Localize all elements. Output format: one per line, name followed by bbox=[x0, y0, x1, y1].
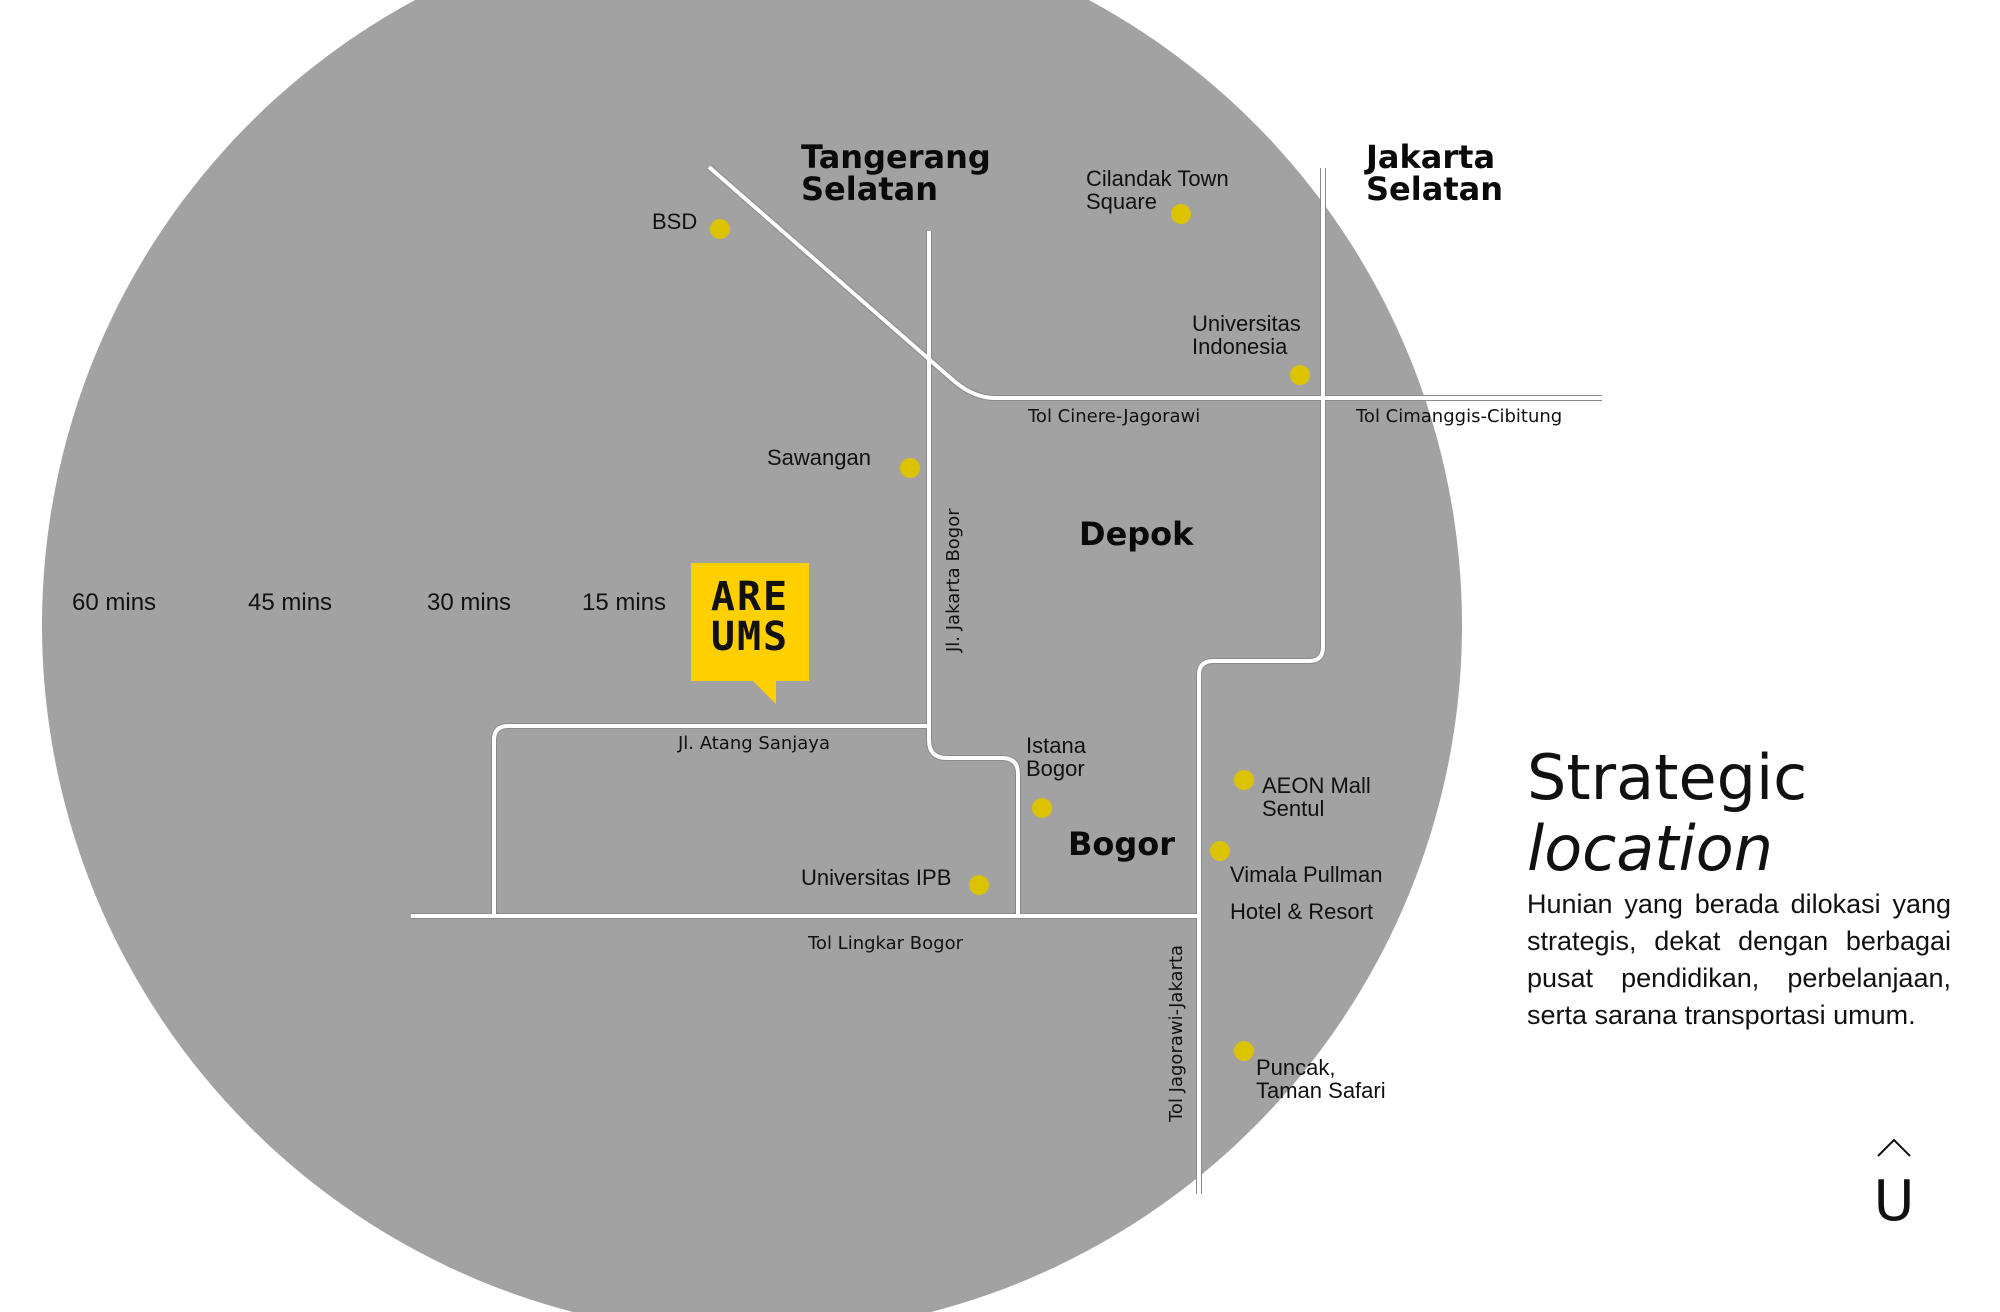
areums-logo-icon: ARE UMS bbox=[710, 574, 790, 660]
poi-label-vimala-pullman: Vimala Pullman Hotel & Resort bbox=[1230, 862, 1383, 924]
region-bogor: Bogor bbox=[1068, 825, 1176, 863]
road-label-tol-jagorawi: Tol Jagorawi-Jakarta bbox=[1166, 944, 1187, 1122]
poi-dot-vimala-pullman[interactable] bbox=[1210, 841, 1230, 861]
road-label-tol-cimanggis: Tol Cimanggis-Cibitung bbox=[1356, 406, 1563, 427]
info-title-italic: location bbox=[1527, 812, 1774, 885]
scroll-nav[interactable]: U bbox=[1872, 1132, 1916, 1232]
road-label-jl-atang-sanjaya: Jl. Atang Sanjaya bbox=[678, 733, 830, 754]
poi-dot-aeon-mall[interactable] bbox=[1234, 770, 1254, 790]
road-jl-atang-sanjaya bbox=[492, 724, 929, 916]
poi-dot-sawangan[interactable] bbox=[900, 458, 920, 478]
areums-logo-marker[interactable]: ARE UMS bbox=[691, 563, 809, 681]
road-tol-jagorawi-jakarta bbox=[1197, 168, 1325, 1194]
info-panel: Strategic location Hunian yang berada di… bbox=[1527, 742, 1951, 1034]
region-tangerang-selatan: Tangerang Selatan bbox=[801, 138, 991, 208]
poi-label-universitas-ipb: Universitas IPB bbox=[801, 865, 952, 890]
road-label-tol-lingkar-bogor: Tol Lingkar Bogor bbox=[808, 933, 963, 954]
poi-label-cilandak: Cilandak Town Square bbox=[1086, 166, 1229, 215]
info-title: Strategic bbox=[1527, 741, 1808, 814]
poi-dot-universitas-ipb[interactable] bbox=[969, 875, 989, 895]
poi-label-aeon-mall: AEON Mall Sentul bbox=[1262, 773, 1371, 822]
poi-dot-bsd[interactable] bbox=[710, 219, 730, 239]
nav-letter[interactable]: U bbox=[1873, 1169, 1915, 1234]
region-depok: Depok bbox=[1079, 515, 1194, 553]
poi-label-puncak: Puncak, Taman Safari bbox=[1256, 1055, 1386, 1104]
poi-dot-universitas-indonesia[interactable] bbox=[1290, 365, 1310, 385]
time-ring-60: 60 mins bbox=[72, 589, 157, 616]
poi-dot-istana-bogor[interactable] bbox=[1032, 798, 1052, 818]
poi-dot-cilandak[interactable] bbox=[1171, 204, 1191, 224]
road-label-tol-cinere: Tol Cinere-Jagorawi bbox=[1028, 406, 1201, 427]
info-description: Hunian yang berada dilokasi yang strateg… bbox=[1527, 889, 1951, 1030]
road-label-jl-jakarta-bogor: Jl. Jakarta Bogor bbox=[943, 508, 964, 652]
poi-dot-puncak[interactable] bbox=[1234, 1041, 1254, 1061]
chevron-up-icon[interactable] bbox=[1872, 1132, 1916, 1160]
poi-label-istana-bogor: Istana Bogor bbox=[1026, 733, 1086, 782]
road-tol-cinere-jagorawi bbox=[707, 165, 1602, 400]
logo-pointer bbox=[752, 680, 776, 704]
time-ring-15: 15 mins bbox=[582, 589, 667, 616]
poi-label-universitas-indonesia: Universitas Indonesia bbox=[1192, 311, 1301, 360]
poi-label-sawangan: Sawangan bbox=[767, 445, 871, 470]
time-ring-30: 30 mins bbox=[427, 589, 512, 616]
poi-label-bsd: BSD bbox=[652, 209, 698, 234]
road-jl-jakarta-bogor bbox=[927, 231, 1020, 916]
region-jakarta-selatan: Jakarta Selatan bbox=[1366, 138, 1503, 208]
time-ring-45: 45 mins bbox=[248, 589, 333, 616]
